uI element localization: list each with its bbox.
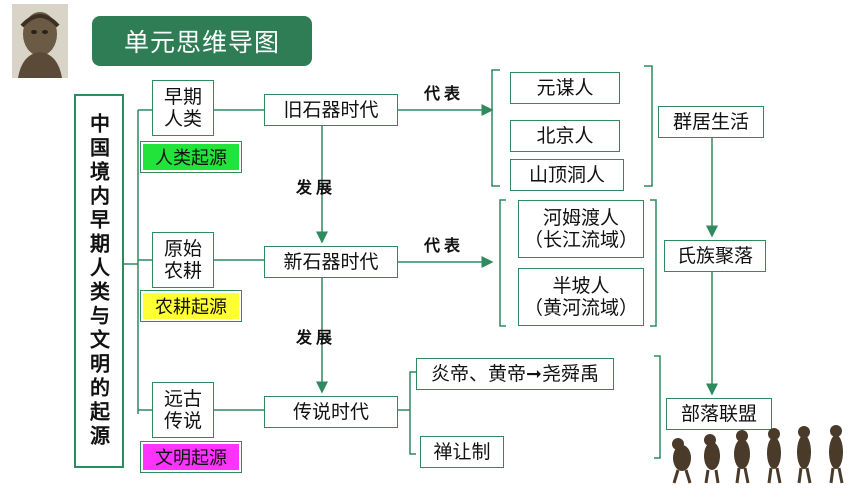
early-humans-label: 早期 人类 [152, 80, 214, 136]
human-origin-tag: 人类起源 [140, 141, 242, 173]
abdication-system: 禅让制 [420, 436, 504, 468]
legendary-text: 传说时代 [292, 401, 369, 423]
page-title-text: 单元思维导图 [123, 28, 280, 57]
beijing-text: 北京人 [536, 125, 594, 147]
human-origin-text: 人类起源 [143, 144, 239, 170]
emperors-text: 炎帝、黄帝➞尧舜禹 [431, 363, 599, 385]
shanding-text: 山顶洞人 [528, 164, 605, 186]
emperors-box: 炎帝、黄帝➞尧舜禹 [416, 358, 614, 390]
banpo-people: 半坡人 （黄河流域） [518, 268, 644, 326]
human-evolution-image [664, 420, 860, 484]
agriculture-label: 原始 农耕 [152, 232, 214, 288]
hemudu-people: 河姆渡人 （长江流域） [518, 200, 644, 258]
farming-origin-text: 农耕起源 [143, 293, 239, 319]
abdication-text: 禅让制 [433, 441, 491, 463]
tribal-alliance: 部落联盟 [666, 398, 772, 430]
legend-text: 远古 传说 [163, 388, 202, 432]
shanding-man: 山顶洞人 [510, 159, 624, 191]
civilization-origin-text: 文明起源 [143, 444, 239, 470]
represent-label-1: 代表 [424, 84, 465, 103]
group-living-text: 群居生活 [672, 111, 749, 133]
agriculture-text: 原始 农耕 [163, 238, 202, 282]
develop-label-2: 发展 [296, 328, 337, 347]
paleolithic-text: 旧石器时代 [283, 99, 379, 121]
clan-settlement: 氏族聚落 [664, 240, 766, 272]
develop-label-1: 发展 [296, 178, 337, 197]
yuanmou-man: 元谋人 [510, 72, 620, 104]
group-living: 群居生活 [658, 106, 764, 138]
beijing-man: 北京人 [510, 120, 620, 152]
tribal-alliance-text: 部落联盟 [680, 403, 757, 425]
farming-origin-tag: 农耕起源 [140, 290, 242, 322]
paleolithic-era: 旧石器时代 [264, 94, 398, 126]
legend-label: 远古 传说 [152, 382, 214, 438]
banpo-text: 半坡人 （黄河流域） [523, 275, 638, 319]
clan-settlement-text: 氏族聚落 [676, 245, 753, 267]
legendary-era: 传说时代 [264, 396, 398, 428]
page-title: 单元思维导图 [92, 16, 312, 66]
yuanmou-text: 元谋人 [536, 77, 594, 99]
neolithic-era: 新石器时代 [264, 246, 398, 278]
ancestor-bust-image [12, 4, 68, 78]
civilization-origin-tag: 文明起源 [140, 441, 242, 473]
early-humans-text: 早期 人类 [163, 86, 202, 130]
main-topic-text: 中国境内早期人类与文明的起源 [86, 113, 111, 449]
main-topic: 中国境内早期人类与文明的起源 [74, 94, 124, 468]
represent-label-2: 代表 [424, 236, 465, 255]
hemudu-text: 河姆渡人 （长江流域） [523, 207, 638, 251]
neolithic-text: 新石器时代 [283, 251, 379, 273]
